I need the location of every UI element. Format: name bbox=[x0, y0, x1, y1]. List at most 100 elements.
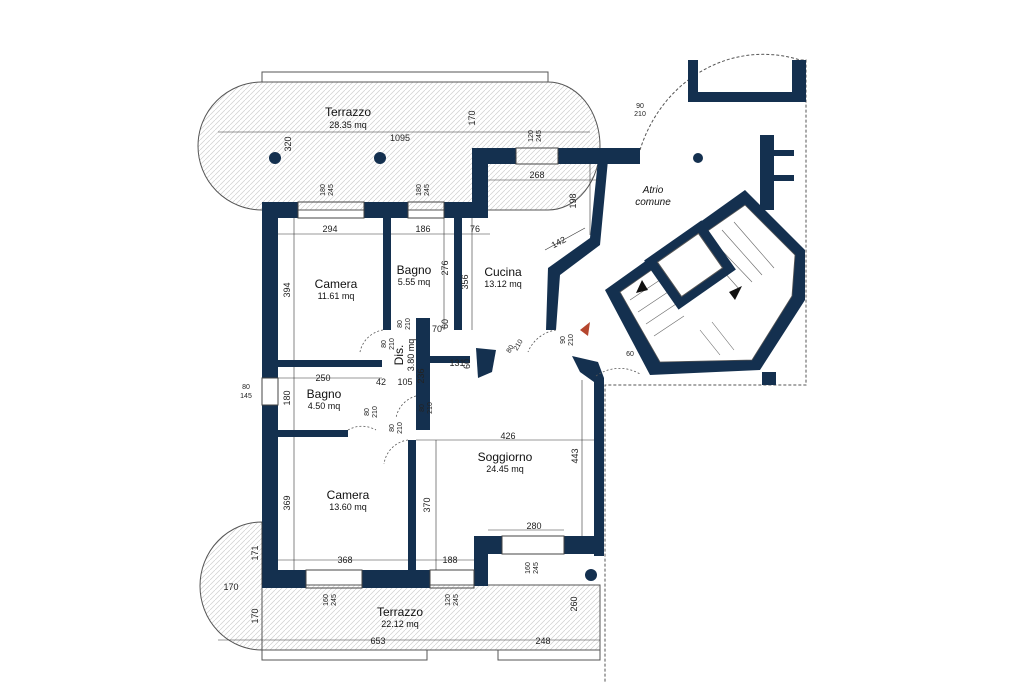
door-1-w: 80 bbox=[397, 320, 404, 328]
dim-131: 131 bbox=[449, 358, 464, 368]
room-area-dis: 3.80 mq bbox=[406, 339, 416, 372]
terrace-column-2 bbox=[374, 152, 386, 164]
win-6-h: 245 bbox=[453, 594, 460, 606]
door-8-h: 210 bbox=[634, 111, 646, 118]
atrio-label-1: Atrio bbox=[642, 185, 664, 196]
room-name-terrazzo-bottom: Terrazzo bbox=[377, 605, 423, 619]
terrace-column-3 bbox=[585, 569, 597, 581]
door-3-w: 80 bbox=[364, 408, 371, 416]
dim-356: 356 bbox=[460, 274, 470, 289]
dim-236: 236 bbox=[416, 368, 426, 383]
room-name-cucina: Cucina bbox=[484, 265, 522, 279]
entrance-marker bbox=[580, 322, 590, 336]
windows bbox=[261, 147, 565, 589]
door-4-w: 80 bbox=[419, 404, 426, 412]
dim-1095: 1095 bbox=[390, 133, 410, 143]
terrace-top-railing bbox=[261, 71, 549, 83]
dim-443: 443 bbox=[570, 448, 580, 463]
room-area-camera-top: 11.61 mq bbox=[318, 291, 355, 301]
room-name-bagno-top: Bagno bbox=[397, 263, 432, 277]
dim-294: 294 bbox=[322, 224, 337, 234]
dim-180: 180 bbox=[282, 390, 292, 405]
door-6-h: 210 bbox=[568, 334, 575, 346]
dim-188: 188 bbox=[442, 555, 457, 565]
dim-268: 268 bbox=[529, 170, 544, 180]
dim-280: 280 bbox=[526, 521, 541, 531]
dim-276: 276 bbox=[440, 260, 450, 275]
dim-426: 426 bbox=[500, 431, 515, 441]
door-8-w: 90 bbox=[636, 103, 644, 110]
terrace-column-1 bbox=[269, 152, 281, 164]
win-4-w: 80 bbox=[242, 384, 250, 391]
room-area-camera-bottom: 13.60 mq bbox=[329, 502, 367, 512]
dim-198: 198 bbox=[568, 193, 578, 208]
win-7-w: 160 bbox=[525, 562, 532, 574]
dim-186: 186 bbox=[415, 224, 430, 234]
elevator-car bbox=[656, 232, 724, 298]
atrio-label-2: comune bbox=[635, 197, 671, 208]
door-3-h: 210 bbox=[372, 406, 379, 418]
win-3-h: 245 bbox=[424, 184, 431, 196]
terrace-bottom-railing bbox=[261, 649, 428, 661]
atrio-column bbox=[693, 153, 703, 163]
dim-60-b: 60 bbox=[462, 359, 472, 369]
door-4-h: 210 bbox=[427, 402, 434, 414]
room-area-terrazzo-top: 28.35 mq bbox=[329, 120, 367, 130]
room-area-soggiorno: 24.45 mq bbox=[486, 464, 524, 474]
dim-394: 394 bbox=[282, 282, 292, 297]
stair-arrow-1 bbox=[636, 280, 648, 293]
door-9-w: 60 bbox=[626, 351, 634, 358]
dim-653: 653 bbox=[370, 636, 385, 646]
room-name-camera-top: Camera bbox=[315, 277, 358, 291]
terrace-bottom-railing-2 bbox=[497, 649, 601, 661]
door-2-h: 210 bbox=[389, 338, 396, 350]
stair-arrow-2 bbox=[729, 286, 742, 300]
win-3-w: 180 bbox=[416, 184, 423, 196]
door-2-w: 80 bbox=[381, 340, 388, 348]
win-5-h: 245 bbox=[331, 594, 338, 606]
dim-60-a: 60 bbox=[440, 319, 450, 329]
win-4-h: 145 bbox=[240, 393, 252, 400]
room-area-terrazzo-bottom: 22.12 mq bbox=[381, 619, 419, 629]
dim-76: 76 bbox=[470, 224, 480, 234]
dim-171: 171 bbox=[250, 545, 260, 560]
win-1-h: 245 bbox=[536, 130, 543, 142]
win-2-w: 180 bbox=[320, 184, 327, 196]
win-6-w: 120 bbox=[445, 594, 452, 606]
door-5-w: 80 bbox=[389, 424, 396, 432]
room-area-bagno-mid: 4.50 mq bbox=[308, 401, 341, 411]
door-7-h: 210 bbox=[513, 338, 525, 352]
door-1-h: 210 bbox=[405, 318, 412, 330]
dim-369: 369 bbox=[282, 495, 292, 510]
dim-170-left-vert: 170 bbox=[250, 608, 260, 623]
room-area-bagno-top: 5.55 mq bbox=[398, 277, 431, 287]
terrace-top bbox=[197, 81, 601, 211]
room-name-bagno-mid: Bagno bbox=[307, 387, 342, 401]
room-area-cucina: 13.12 mq bbox=[484, 279, 522, 289]
dim-142: 142 bbox=[550, 234, 568, 250]
win-2-h: 245 bbox=[328, 184, 335, 196]
win-5-w: 160 bbox=[323, 594, 330, 606]
dim-248: 248 bbox=[535, 636, 550, 646]
win-7-h: 245 bbox=[533, 562, 540, 574]
dim-368: 368 bbox=[337, 555, 352, 565]
win-1-w: 120 bbox=[528, 130, 535, 142]
dim-42: 42 bbox=[376, 377, 386, 387]
dim-260: 260 bbox=[569, 596, 579, 611]
dim-370: 370 bbox=[422, 497, 432, 512]
door-swings bbox=[347, 329, 641, 465]
door-6-w: 90 bbox=[560, 336, 567, 344]
room-name-terrazzo-top: Terrazzo bbox=[325, 105, 371, 119]
dim-105: 105 bbox=[397, 377, 412, 387]
atrio-outline bbox=[604, 53, 807, 683]
neighbor-walls bbox=[688, 60, 806, 385]
dim-170-top: 170 bbox=[467, 110, 477, 125]
dim-170-left: 170 bbox=[223, 582, 238, 592]
door-5-h: 210 bbox=[397, 422, 404, 434]
dimension-lines bbox=[218, 131, 600, 641]
walls bbox=[262, 148, 640, 588]
dim-250: 250 bbox=[315, 373, 330, 383]
room-name-soggiorno: Soggiorno bbox=[478, 450, 533, 464]
dim-320: 320 bbox=[283, 136, 293, 151]
